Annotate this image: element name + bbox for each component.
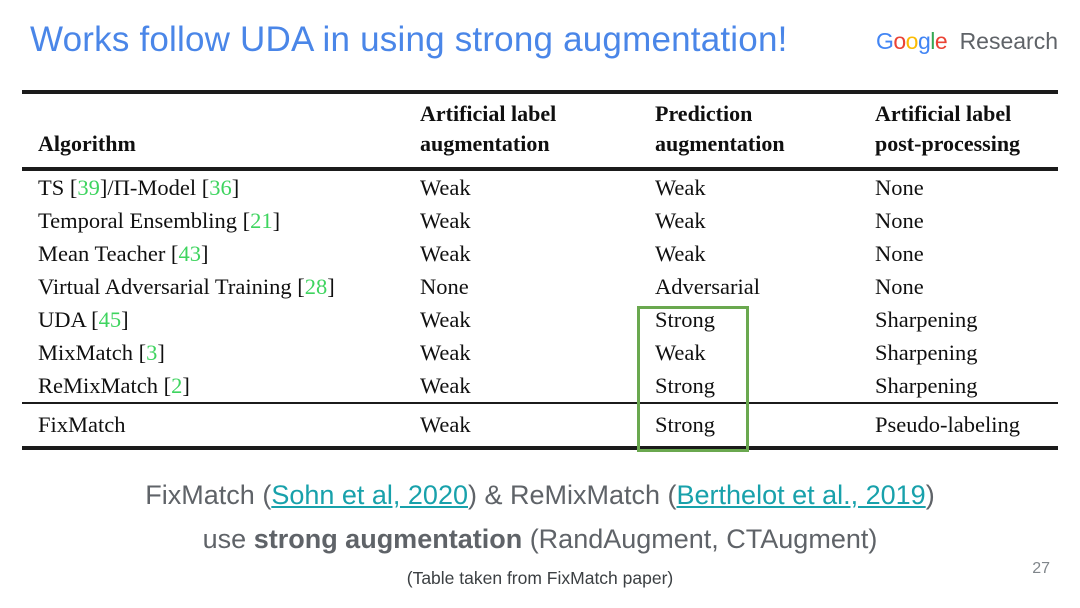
cell-post-processing: None <box>875 175 924 200</box>
cell-prediction-augmentation: Weak <box>655 241 706 266</box>
table-body-fixmatch: FixMatch Weak Strong Pseudo-labeling <box>22 404 1058 446</box>
table-row: FixMatch Weak Strong Pseudo-labeling <box>22 404 1058 446</box>
table-source-caption: (Table taken from FixMatch paper) <box>406 568 674 588</box>
header-line: Algorithm <box>38 131 136 156</box>
table-row: Virtual Adversarial Training [28] None Adv… <box>22 270 1058 303</box>
citation-number: 39 <box>77 175 100 200</box>
citation-number: 28 <box>304 274 328 299</box>
cell-prediction-augmentation: Weak <box>655 175 706 200</box>
page-number: 27 <box>1032 560 1050 577</box>
cell-artificial-label-augmentation: Weak <box>420 373 471 398</box>
cell-algorithm: Temporal Ensembling [21] <box>38 208 281 233</box>
google-logo-letter: e <box>934 28 948 54</box>
cell-artificial-label-augmentation: Weak <box>420 208 471 233</box>
google-logo-letter: o <box>893 28 906 54</box>
cell-post-processing: Sharpening <box>875 340 978 365</box>
citation-number: 2 <box>171 373 183 398</box>
header-line: post-processing <box>875 131 1021 156</box>
table-header-row: Algorithm Artificial label augmentation … <box>22 94 1058 167</box>
callout-line-1: FixMatch (Sohn et al, 2020) & ReMixMatch… <box>0 480 1080 511</box>
google-logo-letter: G <box>875 28 894 54</box>
callout-line-2: use strong augmentation (RandAugment, CT… <box>0 524 1080 555</box>
cell-post-processing: None <box>875 208 924 233</box>
cell-prediction-augmentation: Adversarial <box>655 274 760 299</box>
cell-prediction-augmentation: Strong <box>655 373 716 398</box>
cell-artificial-label-augmentation: Weak <box>420 412 471 437</box>
header-line: Artificial label <box>420 101 557 126</box>
cell-artificial-label-augmentation: Weak <box>420 241 471 266</box>
cell-algorithm: Mean Teacher [43] <box>38 241 209 266</box>
cell-artificial-label-augmentation: Weak <box>420 175 471 200</box>
table-row: TS [39]/Π-Model [36] Weak Weak None <box>22 171 1058 204</box>
text-span: use <box>202 524 254 554</box>
cell-prediction-augmentation: Strong <box>655 307 716 332</box>
google-logo-letter: l <box>930 28 935 54</box>
table-top-rule <box>22 90 1058 94</box>
text-span: (RandAugment, CTAugment) <box>522 524 878 554</box>
citation-number: 3 <box>146 340 158 365</box>
google-research-logo: Google Research <box>876 28 1058 55</box>
cell-prediction-augmentation: Weak <box>655 340 706 365</box>
google-logo-research-text: Research <box>959 28 1058 54</box>
citation-number: 45 <box>98 307 122 332</box>
column-header-algorithm: Algorithm <box>22 129 420 159</box>
text-span: ) <box>925 480 935 510</box>
header-line: Prediction <box>655 101 753 126</box>
cell-algorithm: FixMatch <box>38 412 126 437</box>
cell-artificial-label-augmentation: Weak <box>420 340 471 365</box>
column-header-prediction-augmentation: Prediction augmentation <box>655 99 875 159</box>
column-header-artificial-label-augmentation: Artificial label augmentation <box>420 99 655 159</box>
reference-link[interactable]: Sohn et al, 2020 <box>271 480 468 510</box>
text-span: ) & ReMixMatch ( <box>467 480 677 510</box>
cell-algorithm: UDA [45] <box>38 307 129 332</box>
header-line: augmentation <box>655 131 785 156</box>
page-title: Works follow UDA in using strong augment… <box>30 20 788 59</box>
google-logo-letter: g <box>917 28 931 54</box>
comparison-table: Algorithm Artificial label augmentation … <box>22 90 1058 452</box>
text-span: FixMatch ( <box>145 480 272 510</box>
table-bottom-rule <box>22 446 1058 450</box>
cell-post-processing: None <box>875 241 924 266</box>
table-row: MixMatch [3] Weak Weak Sharpening <box>22 336 1058 369</box>
cell-artificial-label-augmentation: None <box>420 274 469 299</box>
cell-prediction-augmentation: Weak <box>655 208 706 233</box>
cell-post-processing: Sharpening <box>875 373 978 398</box>
table-row: UDA [45] Weak Strong Sharpening <box>22 303 1058 336</box>
citation-number: 21 <box>250 208 273 233</box>
table-row: ReMixMatch [2] Weak Strong Sharpening <box>22 369 1058 402</box>
cell-algorithm: Virtual Adversarial Training [28] <box>38 274 335 299</box>
citation-number: 43 <box>178 241 201 266</box>
table-row: Temporal Ensembling [21] Weak Weak None <box>22 204 1058 237</box>
google-logo-letter: o <box>905 28 919 54</box>
cell-post-processing: Sharpening <box>875 307 978 332</box>
header-line: augmentation <box>420 131 550 156</box>
cell-post-processing: Pseudo-labeling <box>875 412 1020 437</box>
google-logo-wordmark: Google <box>875 28 948 54</box>
table-header-rule <box>22 167 1058 171</box>
cell-algorithm: MixMatch [3] <box>38 340 165 365</box>
text-span: strong augmentation <box>253 524 523 554</box>
citation-number: 36 <box>209 175 232 200</box>
column-header-artificial-label-post-processing: Artificial label post-processing <box>875 99 1058 159</box>
table-mid-rule <box>22 402 1058 404</box>
cell-prediction-augmentation: Strong <box>655 412 716 437</box>
header-line: Artificial label <box>875 101 1012 126</box>
cell-algorithm: TS [39]/Π-Model [36] <box>38 175 240 200</box>
cell-post-processing: None <box>875 274 924 299</box>
cell-artificial-label-augmentation: Weak <box>420 307 471 332</box>
table-row: Mean Teacher [43] Weak Weak None <box>22 237 1058 270</box>
reference-link[interactable]: Berthelot et al., 2019 <box>676 480 926 510</box>
cell-algorithm: ReMixMatch [2] <box>38 373 190 398</box>
